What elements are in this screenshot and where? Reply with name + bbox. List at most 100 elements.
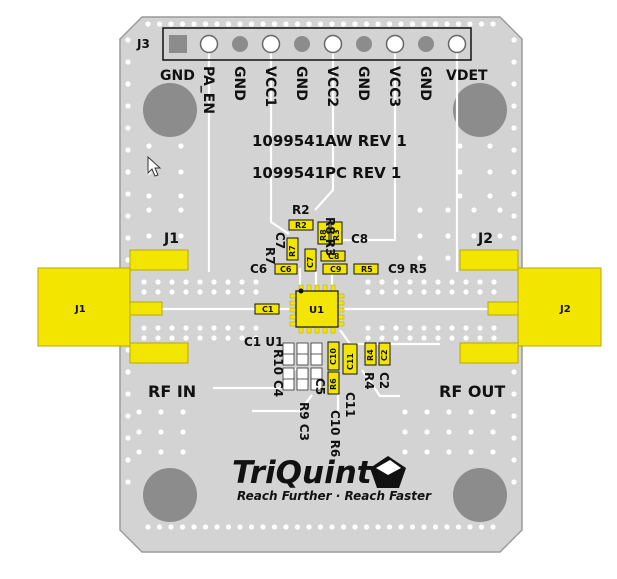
- j1-sma-body[interactable]: [37, 267, 131, 347]
- via: [178, 169, 184, 175]
- header-pin-3[interactable]: [232, 36, 248, 52]
- via: [158, 449, 164, 455]
- pin-label-gnd: GND: [231, 66, 247, 101]
- via: [424, 449, 430, 455]
- via: [457, 193, 463, 199]
- via: [155, 279, 161, 285]
- header-pin-2[interactable]: [199, 34, 219, 54]
- via: [477, 279, 483, 285]
- via: [375, 21, 381, 27]
- via: [283, 524, 289, 530]
- via: [386, 21, 393, 27]
- pin-label-gnd: GND: [355, 66, 371, 101]
- via: [136, 409, 142, 415]
- via: [487, 193, 493, 199]
- chip-c2[interactable]: [378, 342, 391, 366]
- via: [445, 255, 451, 261]
- via: [260, 524, 266, 530]
- via: [125, 147, 131, 153]
- header-pin-1-square[interactable]: [169, 35, 187, 53]
- chip-c9[interactable]: [322, 263, 348, 275]
- via: [511, 413, 517, 419]
- chip-r8-label: R8: [319, 229, 328, 241]
- via: [379, 279, 385, 285]
- header-pin-9[interactable]: [418, 36, 434, 52]
- chip-c7[interactable]: [304, 248, 317, 272]
- via: [490, 429, 496, 435]
- via: [125, 457, 131, 463]
- chip-r3[interactable]: [330, 221, 343, 245]
- u1-lead: [289, 314, 297, 320]
- via: [136, 449, 142, 455]
- via: [125, 59, 131, 65]
- via: [421, 524, 427, 530]
- via: [490, 409, 496, 415]
- chip-c6[interactable]: [274, 263, 298, 275]
- chip-c6-label: C6: [280, 265, 292, 274]
- via: [125, 479, 131, 485]
- via: [211, 335, 217, 341]
- header-pins: [199, 34, 467, 54]
- header-pin-5[interactable]: [294, 36, 310, 52]
- chip-r4[interactable]: [364, 342, 377, 366]
- chip-r6[interactable]: [327, 371, 340, 395]
- u1-lead: [337, 293, 345, 299]
- header-pin-4[interactable]: [261, 34, 281, 54]
- via: [497, 207, 503, 213]
- u1-pin1-dot: [298, 288, 304, 294]
- via: [294, 524, 301, 530]
- chip-c11[interactable]: [342, 343, 358, 375]
- via: [511, 391, 517, 397]
- via: [125, 81, 131, 87]
- via: [435, 335, 441, 341]
- j2-sma-body[interactable]: [517, 267, 602, 347]
- via: [239, 289, 245, 295]
- chip-r7[interactable]: [286, 237, 299, 261]
- chip-r2[interactable]: [288, 219, 314, 231]
- header-pin-7[interactable]: [356, 36, 372, 52]
- via: [197, 335, 203, 341]
- via: [225, 279, 231, 285]
- trace-vcc1: [269, 45, 290, 235]
- silk-r8r3: R8 R3: [323, 217, 337, 256]
- chip-c10[interactable]: [327, 341, 340, 371]
- via: [511, 59, 517, 65]
- chip-r6-label: R6: [329, 378, 338, 390]
- via: [468, 409, 474, 415]
- via: [125, 169, 131, 175]
- header-pin-8[interactable]: [385, 34, 405, 54]
- via: [180, 429, 186, 435]
- via: [491, 289, 497, 295]
- rf-in-label: RF IN: [148, 382, 196, 401]
- trace-vcc3: [343, 45, 397, 242]
- header-pin-6[interactable]: [323, 34, 343, 54]
- via: [141, 279, 147, 285]
- u1-lead: [289, 300, 297, 306]
- via: [125, 435, 131, 441]
- chip-r5[interactable]: [353, 263, 379, 275]
- u1-ic[interactable]: U1: [289, 284, 345, 334]
- via: [214, 21, 220, 27]
- silk-c10r6: C10 R6: [328, 410, 342, 457]
- via: [237, 21, 243, 27]
- header-pin-10[interactable]: [447, 34, 467, 54]
- via: [467, 21, 473, 27]
- via: [477, 335, 483, 341]
- u1-body: [295, 290, 339, 328]
- j2-pad-bottom: [459, 342, 519, 364]
- pin-label-gnd: GND: [293, 66, 309, 101]
- via: [446, 449, 452, 455]
- via: [497, 233, 503, 239]
- chip-c8[interactable]: [320, 250, 346, 262]
- chip-r8[interactable]: [317, 221, 330, 245]
- via: [468, 449, 474, 455]
- via: [449, 335, 455, 341]
- u1-lead: [289, 293, 297, 299]
- j2-block-label: J2: [559, 304, 571, 315]
- via: [306, 524, 312, 530]
- chip-c1[interactable]: [254, 303, 280, 315]
- via: [146, 193, 152, 199]
- logo-brand-text: TriQuint: [232, 455, 373, 491]
- part-number-1: 1099541AW REV 1: [252, 132, 407, 150]
- silk-c2: C2: [377, 372, 391, 389]
